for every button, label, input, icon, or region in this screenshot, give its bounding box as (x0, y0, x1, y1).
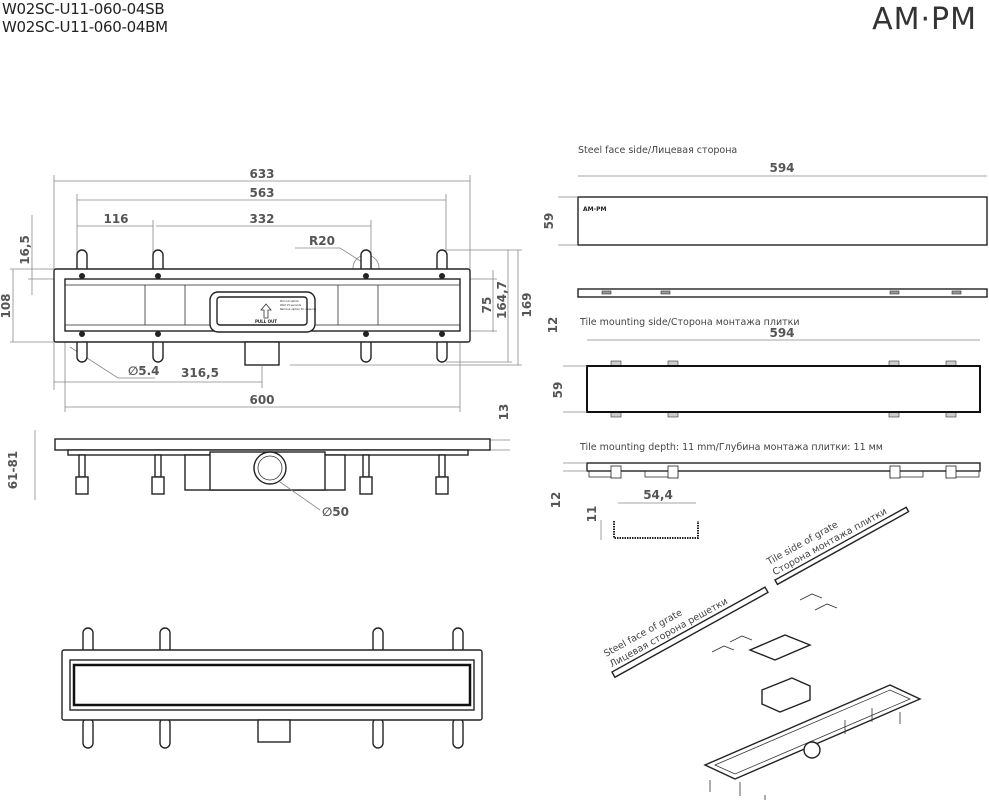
steel-face-grate-iso (611, 586, 769, 679)
dim-tile-width: 59 (551, 382, 565, 399)
sticker-line: Pull out siphon (280, 299, 299, 303)
siphon-body-iso (761, 677, 811, 713)
dim-frame-offset: 16,5 (18, 235, 32, 265)
dim-total-height: 169 (520, 292, 534, 317)
siphon-cover-iso (748, 634, 812, 661)
isometric-exploded-view: Tile side of grate Сторона монтажа плитк… (602, 506, 922, 800)
model-code-1: W02SC-U11-060-04SB (2, 0, 165, 18)
assembled-top-view (61, 627, 483, 749)
dim-outlet-offset: 316,5 (181, 366, 219, 380)
dim-profile-width: 54,4 (643, 488, 673, 502)
dim-center-span: 332 (249, 212, 274, 226)
dim-hole-dia: ∅5.4 (128, 364, 160, 378)
tile-depth-title: Tile mounting depth: 11 mm/Глубина монта… (579, 442, 883, 453)
dim-tile-thickness: 12 (549, 492, 563, 509)
dim-profile-depth: 11 (585, 506, 599, 523)
model-code-2: W02SC-U11-060-04BM (2, 18, 168, 36)
top-view: 633 563 116 332 R20 16,5 108 75 164,7 16… (0, 167, 534, 412)
steel-face-grate (577, 196, 988, 246)
dim-bracket-span: 563 (249, 186, 274, 200)
dim-steel-width: 59 (542, 213, 556, 230)
grate-views: Steel face side/Лицевая сторона 594 AM-P… (542, 145, 988, 540)
dim-tile-length: 594 (769, 326, 794, 340)
steel-face-title: Steel face side/Лицевая сторона (578, 145, 737, 156)
dim-inner-length: 600 (249, 393, 274, 407)
dim-overall-length: 633 (249, 167, 274, 181)
brand-logo: AM·PM (872, 2, 977, 37)
pull-out-label: PULL OUT (255, 319, 277, 324)
adjustable-feet (75, 454, 449, 495)
grate-logo: AM-PM (583, 206, 607, 213)
sticker-line: Wait 15 seconds (280, 303, 302, 307)
tile-side-label-ru: Сторона монтажа плитки (771, 506, 889, 578)
sticker-line: Remove siphon for cleaning (280, 307, 316, 311)
dim-bracket-height: 164,7 (495, 281, 509, 319)
tile-side-grate (586, 365, 981, 413)
outlet-pipe (244, 341, 280, 366)
dim-radius: R20 (309, 234, 335, 248)
dim-strip-thickness: 12 (546, 317, 560, 334)
steel-face-label-ru: Лицевая сторона решетки (608, 596, 730, 670)
dim-channel-width: 75 (480, 297, 494, 314)
tile-side-grate-iso (774, 506, 910, 586)
tile-side-title: Tile mounting side/Сторона монтажа плитк… (579, 317, 800, 328)
grate-profile (613, 521, 699, 539)
outlet-circle (253, 451, 287, 485)
dim-bracket-pitch: 116 (103, 212, 128, 226)
side-view: 13 61-81 ∅50 (6, 404, 511, 519)
dim-flange: 13 (497, 404, 511, 421)
arrow-up-icon (260, 303, 272, 319)
dim-height-range: 61-81 (6, 451, 20, 489)
dim-steel-length: 594 (769, 161, 794, 175)
drain-body-iso (703, 684, 922, 780)
dim-frame-width: 108 (0, 293, 13, 318)
dim-outlet-dia: ∅50 (322, 505, 349, 519)
